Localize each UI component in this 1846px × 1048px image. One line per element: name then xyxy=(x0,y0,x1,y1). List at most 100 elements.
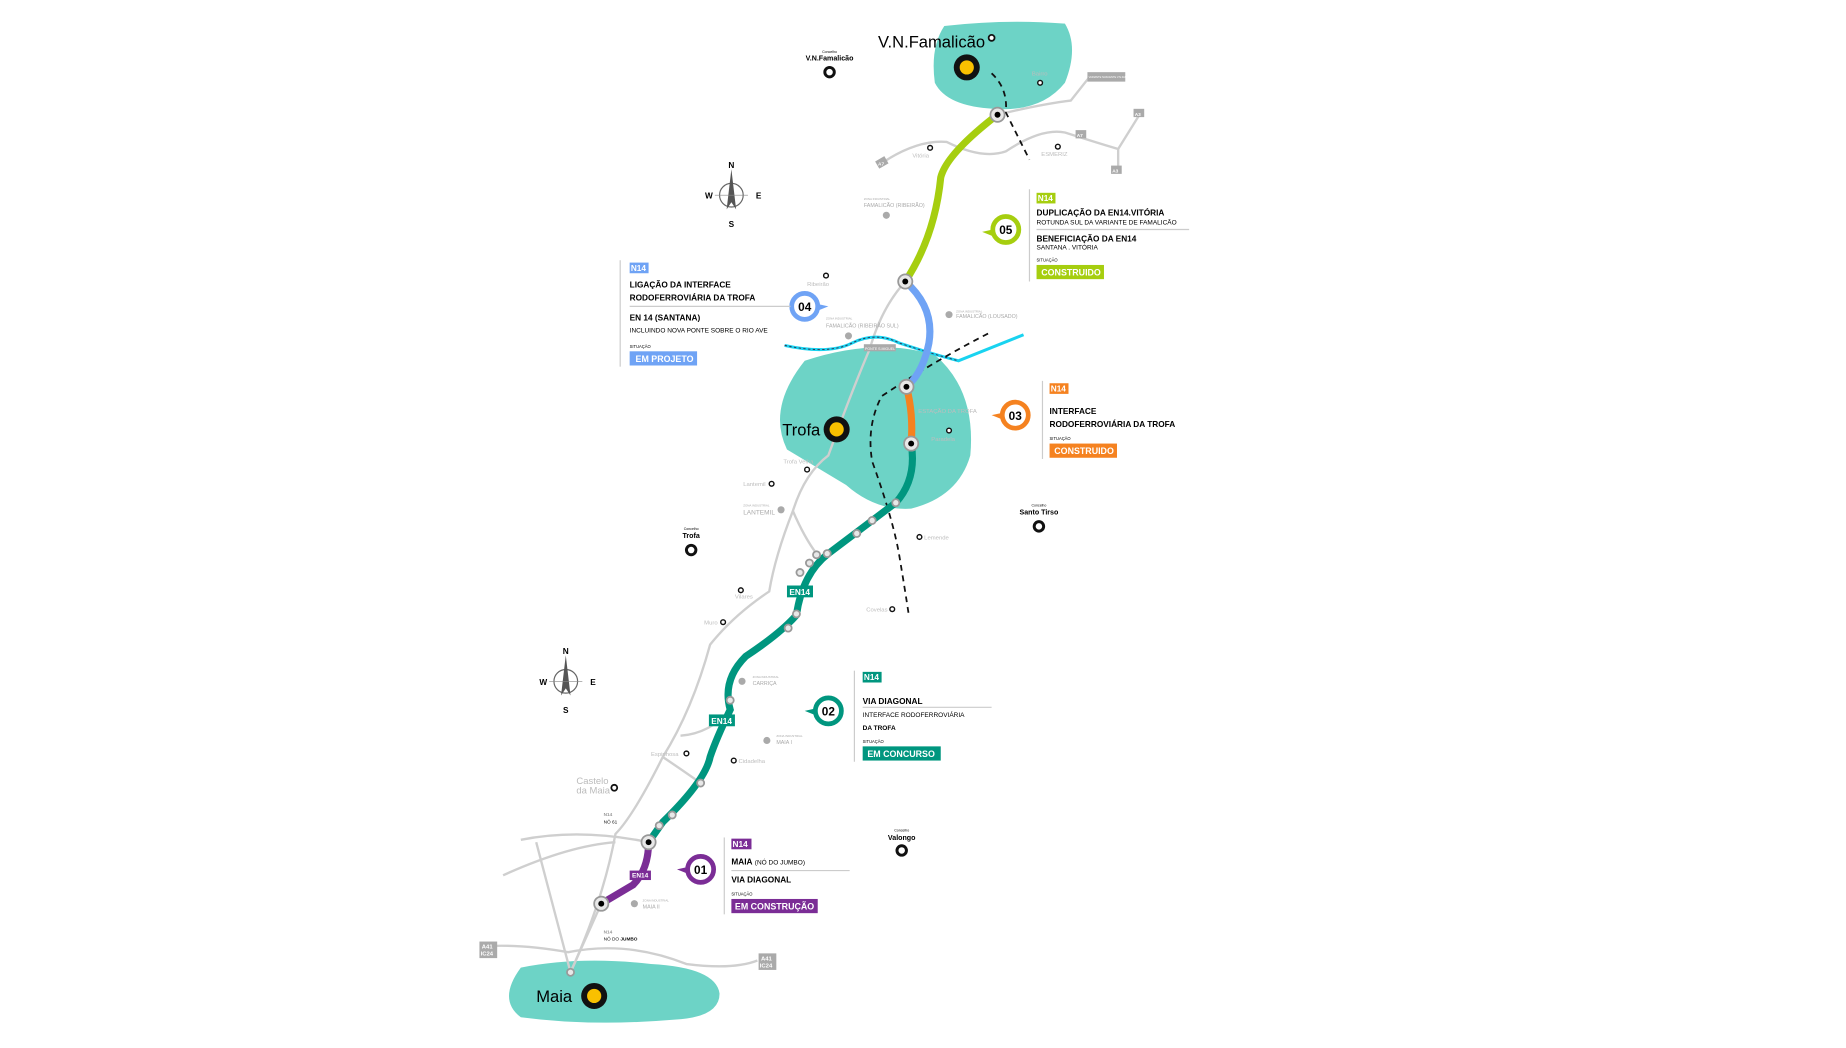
map-label: 03 xyxy=(1009,409,1023,423)
concelho-famalicao: Concelho V.N.Famalicão xyxy=(806,50,854,79)
map-label: ZONA INDUSTRIAL xyxy=(956,309,983,313)
map-label: N14 xyxy=(1038,194,1054,203)
map-label: DUPLICAÇÃO DA EN14.VITÓRIA xyxy=(1037,206,1165,217)
map-label: EM CONCURSO xyxy=(867,749,935,759)
phase-marker-03[interactable]: 03 xyxy=(991,399,1031,431)
road-badges: A7 A7 A3 A3 VARIANTE NASCENTE V.N.FAMALI… xyxy=(479,72,1145,970)
map-label: ZONA INDUSTRIAL xyxy=(826,316,853,320)
status-badge xyxy=(1036,264,1104,280)
map-label: ESMERIZ xyxy=(1041,152,1068,158)
route-phase-04 xyxy=(902,278,934,390)
trofa-zone xyxy=(779,347,972,509)
map-label: Valongo xyxy=(888,834,916,842)
map-label: E xyxy=(590,678,596,687)
map-label: Vilares xyxy=(735,595,753,601)
map-label: Vitória xyxy=(912,153,929,159)
map-label: FAMALICÃO (LOUSADO) xyxy=(956,313,1018,320)
phase-panel-03: N14 INTERFACE RODOFERROVIÁRIA DA TROFA S… xyxy=(1041,380,1175,459)
phase-marker-01[interactable]: 01 xyxy=(676,854,717,885)
map-label: ESTAÇÃO DA TROFA xyxy=(918,408,977,415)
map-label: Espinhosa xyxy=(651,752,679,758)
map-label: N14 xyxy=(631,264,647,273)
map-label: LIGAÇÃO DA INTERFACE xyxy=(630,279,732,289)
map-label: N14 xyxy=(864,673,880,682)
phase-marker-05[interactable]: 05 xyxy=(982,214,1022,245)
map-label: A3 xyxy=(1112,169,1118,175)
city-label: Maia xyxy=(536,987,573,1006)
map-label: SITUAÇÃO xyxy=(731,891,753,896)
concelho-trofa: Concelho Trofa xyxy=(683,527,700,557)
city-label: V.N.Famalicão xyxy=(878,32,985,51)
map-label: Muro xyxy=(704,621,718,627)
map-label: Covelas xyxy=(866,608,887,614)
map-label: SITUAÇÃO xyxy=(630,344,652,349)
map-label: Cidadelha xyxy=(738,759,765,765)
map-label: MAIA II xyxy=(643,904,660,910)
roundabouts xyxy=(566,106,1006,977)
map-label: N14 xyxy=(604,812,613,818)
concelho-santo-tirso: Concelho Santo Tirso xyxy=(1020,503,1059,533)
map-label: MAIA I xyxy=(776,740,792,746)
map-label: ROTUNDA SUL DA VARIANTE DE FAMALICÃO xyxy=(1037,218,1177,227)
map-label: LANTEMIL xyxy=(743,510,775,517)
map-label: CONSTRUIDO xyxy=(1054,446,1114,456)
map-label: A41 xyxy=(482,945,494,951)
map-label: INCLUINDO NOVA PONTE SOBRE O RIO AVE xyxy=(630,327,769,334)
route-phase-02 xyxy=(645,442,917,845)
famalicao-zone xyxy=(933,21,1073,110)
map-label: EN14 xyxy=(632,873,649,880)
compass-rose-icon: N S W E xyxy=(539,647,596,715)
phase-panel-02: N14 VIA DIAGONAL INTERFACE RODOFERROVIÁR… xyxy=(853,670,992,762)
map-label: N xyxy=(563,647,569,656)
map-label: Concelho xyxy=(684,527,699,531)
map-label: Santo Tirso xyxy=(1020,509,1059,517)
map-label: 04 xyxy=(798,300,812,314)
map-label: MAIA (NÓ DO JUMBO) xyxy=(731,858,805,867)
map-label: S xyxy=(563,706,569,715)
phase-marker-04[interactable]: 04 xyxy=(789,290,829,322)
concelho-valongo: Concelho Valongo xyxy=(888,829,916,857)
phase-panel-05: N14 DUPLICAÇÃO DA EN14.VITÓRIA ROTUNDA S… xyxy=(1028,189,1190,282)
map-label: 05 xyxy=(999,223,1013,237)
status-badge xyxy=(731,898,818,914)
phase-marker-02[interactable]: 02 xyxy=(804,695,844,727)
map-label: Ribeirão xyxy=(807,282,830,288)
map-label: INTERFACE xyxy=(1050,407,1097,416)
map-label: VIA DIAGONAL xyxy=(863,697,923,706)
map-label: EM PROJETO xyxy=(636,354,694,364)
map-label: DA TROFA xyxy=(863,725,896,732)
map-label: ZONA INDUSTRIAL xyxy=(776,734,803,738)
city-maia: Maia xyxy=(536,982,608,1009)
map-label: Concelho xyxy=(1031,503,1046,507)
status-badge xyxy=(629,351,698,366)
map-label: SITUAÇÃO xyxy=(1050,436,1072,441)
map-label: N14 xyxy=(733,840,749,849)
map-label: EN 14 (SANTANA) xyxy=(630,314,701,323)
map-label: ZONA INDUSTRIAL xyxy=(643,898,670,902)
city-label: Trofa xyxy=(782,420,821,439)
map-label: E xyxy=(756,192,762,201)
map-label: W xyxy=(539,678,547,687)
map-label: A7 xyxy=(1077,133,1083,139)
maia-zone xyxy=(509,960,720,1023)
map-label: Concelho xyxy=(822,50,837,54)
map-label: PONTE S.MIGUEL xyxy=(865,347,895,351)
map-label: W xyxy=(705,192,713,201)
map-label: Concelho xyxy=(894,829,909,833)
phase-panel-01: N14 MAIA (NÓ DO JUMBO) VIA DIAGONAL SITU… xyxy=(723,837,850,915)
map-label: Trofa Velha xyxy=(783,460,814,466)
map-label: A7 xyxy=(878,162,884,168)
map-label: BENEFICIAÇÃO DA EN14 xyxy=(1037,233,1137,243)
city-famalicao: V.N.Famalicão xyxy=(878,32,996,81)
map-label: A3 xyxy=(1135,112,1141,118)
status-badge xyxy=(1049,443,1117,458)
map-label: ZONA INDUSTRIAL xyxy=(753,675,780,679)
map-label: A41 xyxy=(761,956,773,962)
compass-rose-icon: N S W E xyxy=(705,161,762,229)
place-labels: Bairro Vitória ESMERIZ Ribeirão Trofa Ve… xyxy=(576,72,1068,797)
map-label: IC24 xyxy=(481,952,494,958)
map-label: EM CONSTRUÇÃO xyxy=(735,902,814,912)
map-label: Lantemil xyxy=(743,482,765,488)
map-label: ZONA INDUSTRIAL xyxy=(864,197,891,201)
